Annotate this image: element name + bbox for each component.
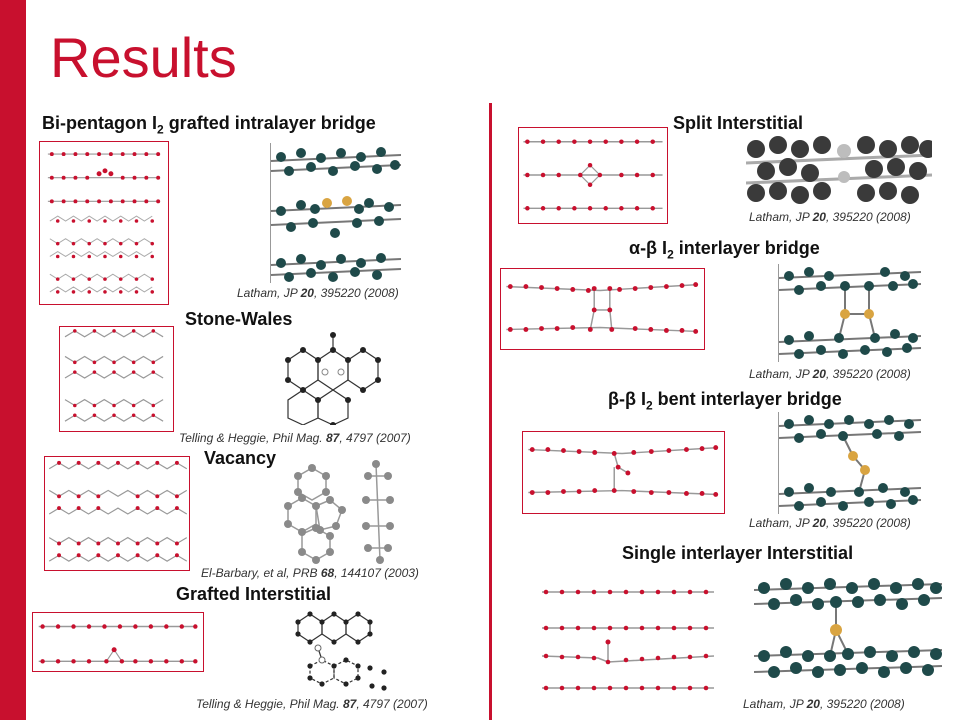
single-citation: Latham, JP 20, 395220 (2008) bbox=[743, 697, 905, 711]
single-heading: Single interlayer Interstitial bbox=[622, 543, 854, 563]
vacancy-citation: El-Barbary, et al, PRB 68, 144107 (2003) bbox=[201, 566, 419, 580]
grafted-citation: Telling & Heggie, Phil Mag. 87, 4797 (20… bbox=[196, 697, 428, 711]
column-divider bbox=[489, 103, 492, 720]
single-3d-figure bbox=[754, 572, 942, 690]
stone-wales-citation: Telling & Heggie, Phil Mag. 87, 4797 (20… bbox=[179, 431, 411, 445]
bipentagon-citation: Latham, JP 20, 395220 (2008) bbox=[237, 286, 399, 300]
alpha-beta-lattice-figure bbox=[500, 268, 705, 350]
split-citation: Latham, JP 20, 395220 (2008) bbox=[749, 210, 911, 224]
beta-beta-3d-figure bbox=[778, 412, 921, 514]
accent-bar bbox=[0, 0, 26, 720]
beta-beta-citation: Latham, JP 20, 395220 (2008) bbox=[749, 516, 911, 530]
bipentagon-3d-figure bbox=[270, 143, 401, 283]
alpha-beta-3d-figure bbox=[778, 264, 921, 362]
vacancy-heading: Vacancy bbox=[204, 448, 277, 468]
split-heading: Split Interstitial bbox=[673, 113, 804, 133]
vacancy-lattice-figure bbox=[44, 456, 190, 571]
split-3d-figure bbox=[746, 135, 932, 207]
grafted-diagram-figure bbox=[288, 606, 398, 696]
stone-wales-diagram-figure bbox=[268, 330, 388, 425]
stone-wales-heading: Stone-Wales bbox=[185, 309, 293, 329]
vacancy-3d-figure bbox=[276, 456, 406, 566]
slide-title: Results bbox=[50, 26, 237, 89]
alpha-beta-citation: Latham, JP 20, 395220 (2008) bbox=[749, 367, 911, 381]
bipentagon-lattice-figure bbox=[39, 141, 169, 305]
single-lattice-figure bbox=[538, 580, 718, 698]
grafted-heading: Grafted Interstitial bbox=[176, 584, 332, 604]
beta-beta-heading: β-β I2 bent interlayer bridge bbox=[608, 389, 842, 413]
stone-wales-lattice-figure bbox=[59, 326, 174, 432]
bipentagon-heading: Bi-pentagon I2 grafted intralayer bridge bbox=[42, 113, 376, 137]
split-lattice-figure bbox=[518, 127, 668, 224]
alpha-beta-heading: α-β I2 interlayer bridge bbox=[629, 238, 820, 262]
beta-beta-lattice-figure bbox=[522, 431, 725, 514]
grafted-lattice-figure bbox=[32, 612, 204, 672]
